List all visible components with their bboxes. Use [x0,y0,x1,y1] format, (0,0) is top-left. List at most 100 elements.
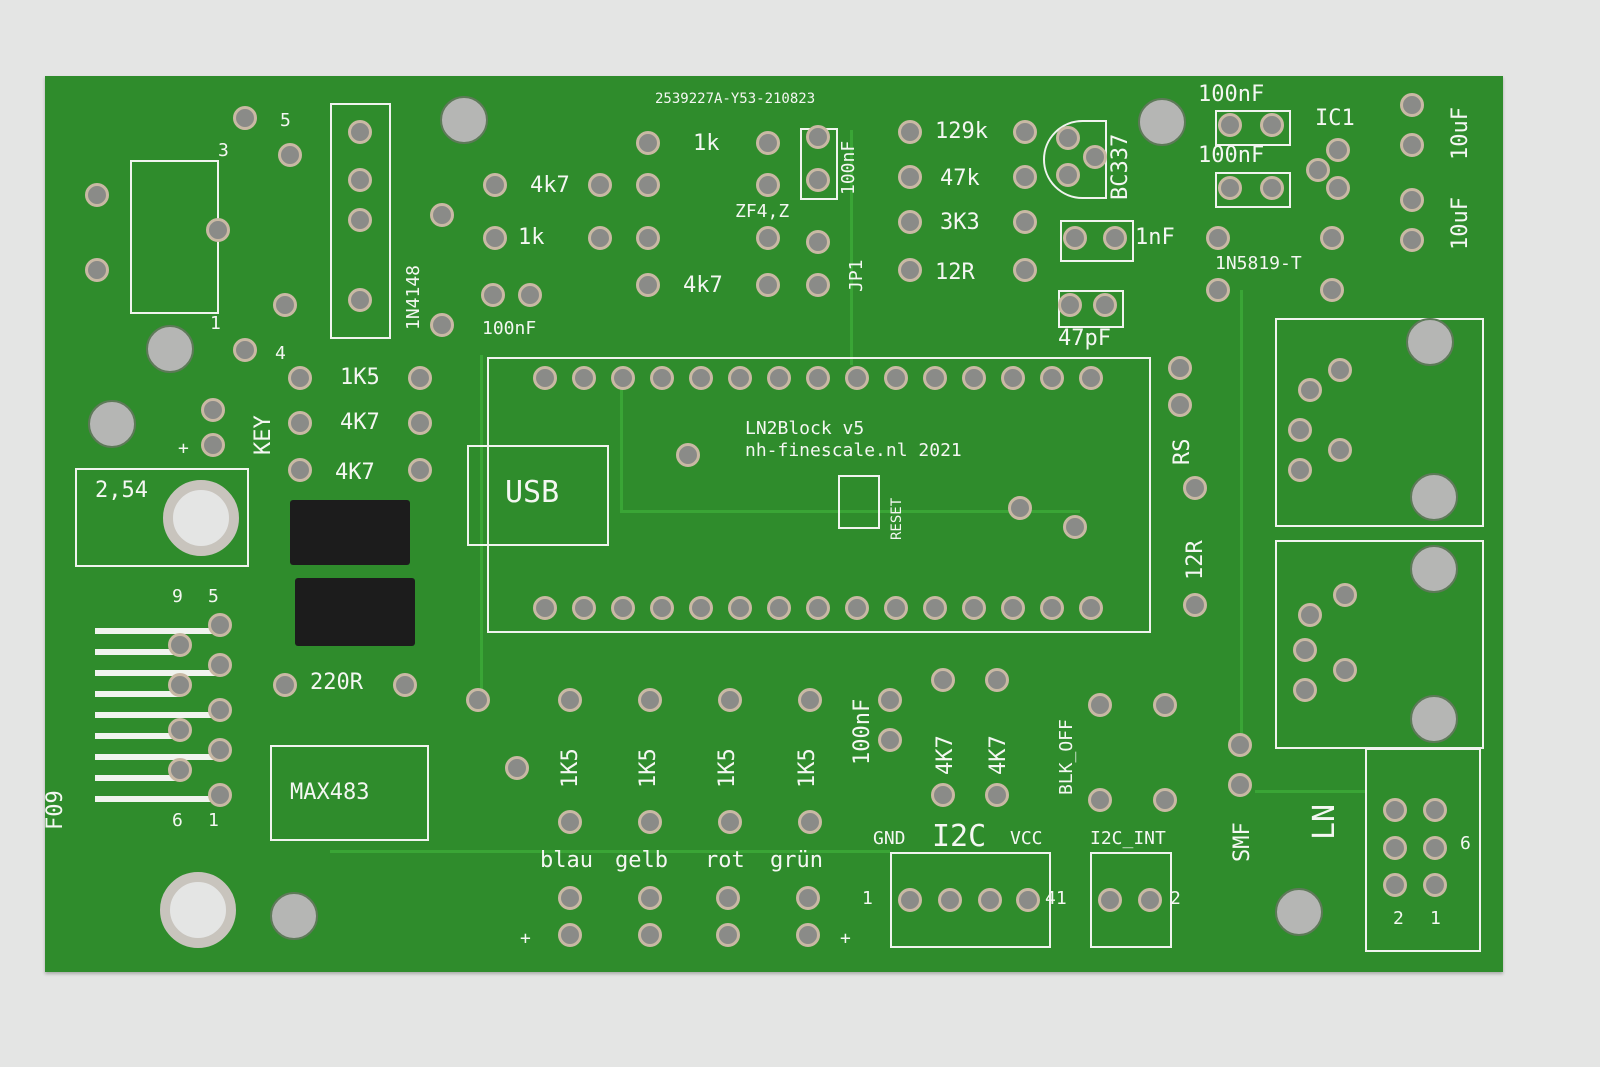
reset-button-outline [838,475,880,529]
connector-finger [95,691,180,697]
solder-pad [1423,873,1447,897]
solder-pad [611,366,635,390]
r-1k5-label: 1K5 [795,748,820,788]
solder-pad [1218,113,1242,137]
mounting-hole [88,400,136,448]
solder-pad [898,888,922,912]
solder-pad [806,366,830,390]
solder-pad [233,338,257,362]
solder-pad [806,596,830,620]
pin-number: 6 [172,810,183,831]
solder-pad [638,810,662,834]
solder-pad [898,210,922,234]
solder-pad [756,173,780,197]
solder-pad [1383,798,1407,822]
solder-pad [638,688,662,712]
solder-pad [85,258,109,282]
solder-pad [206,218,230,242]
solder-pad [638,886,662,910]
ic1-label: IC1 [1315,106,1355,131]
polarity-mark: + [178,438,189,459]
solder-pad [718,688,742,712]
mounting-hole [1410,473,1458,521]
solder-pad [168,633,192,657]
pin-number: 5 [208,586,219,607]
solder-pad [1008,496,1032,520]
connector-finger [95,775,180,781]
solder-pad [1293,638,1317,662]
c-47pf-label: 47pF [1058,326,1111,351]
solder-pad [1103,226,1127,250]
solder-pad [756,226,780,250]
polarity-mark: + [520,928,531,949]
solder-pad [806,168,830,192]
solder-pad [676,443,700,467]
solder-pad [1260,113,1284,137]
solder-pad [638,923,662,947]
r-129k-label: 129k [935,119,988,144]
solder-pad [636,131,660,155]
board-website: nh-finescale.nl 2021 [745,440,962,461]
solder-pad [962,366,986,390]
solder-pad [1040,366,1064,390]
mounting-hole [1410,695,1458,743]
solder-pad [985,783,1009,807]
solder-pad [884,366,908,390]
solder-pad [1400,188,1424,212]
arduino-nano-outline [487,357,1151,633]
pin-number: 6 [1460,833,1471,854]
solder-pad [1228,733,1252,757]
solder-pad [931,668,955,692]
solder-pad [1083,145,1107,169]
solder-pad [1333,583,1357,607]
connector-finger [95,649,180,655]
led-gelb-label: gelb [615,848,668,873]
solder-pad [572,366,596,390]
solder-pad [716,886,740,910]
solder-pad [1168,356,1192,380]
solder-pad [1383,873,1407,897]
solder-pad [288,366,312,390]
pin-number: 4 [275,343,286,364]
solder-pad [481,283,505,307]
solder-pad [1328,438,1352,462]
solder-pad [348,288,372,312]
gnd-label: GND [873,828,906,849]
solder-pad [588,226,612,250]
pin-number: 1 [862,888,873,909]
solder-pad [430,203,454,227]
solder-pad [878,688,902,712]
solder-pad [767,366,791,390]
r-1k-label: 1k [693,131,720,156]
solder-pad [716,923,740,947]
solder-pad [756,273,780,297]
solder-pad [728,366,752,390]
solder-pad [1320,278,1344,302]
led-gruen-label: grün [770,848,823,873]
r-4k7-label: 4K7 [986,735,1011,775]
solder-pad [1288,418,1312,442]
solder-pad [348,120,372,144]
solder-pad [845,366,869,390]
mounting-hole [440,96,488,144]
r-4k7-label: 4K7 [335,460,375,485]
r-12r-label: 12R [935,260,975,285]
solder-pad [168,758,192,782]
solder-pad [1423,798,1447,822]
vcc-label: VCC [1010,828,1043,849]
solder-pad [718,810,742,834]
pcb-board [45,76,1503,972]
solder-pad [898,120,922,144]
solder-pad [273,673,297,697]
solder-pad [348,168,372,192]
solder-pad [572,596,596,620]
solder-pad [168,673,192,697]
solder-pad [1063,226,1087,250]
solder-pad [806,125,830,149]
connector-finger [95,670,220,676]
reset-label: RESET [889,497,905,540]
solder-pad [938,888,962,912]
usb-outline [467,445,609,546]
mounting-hole [1138,98,1186,146]
pin-number: 41 [1045,888,1067,909]
